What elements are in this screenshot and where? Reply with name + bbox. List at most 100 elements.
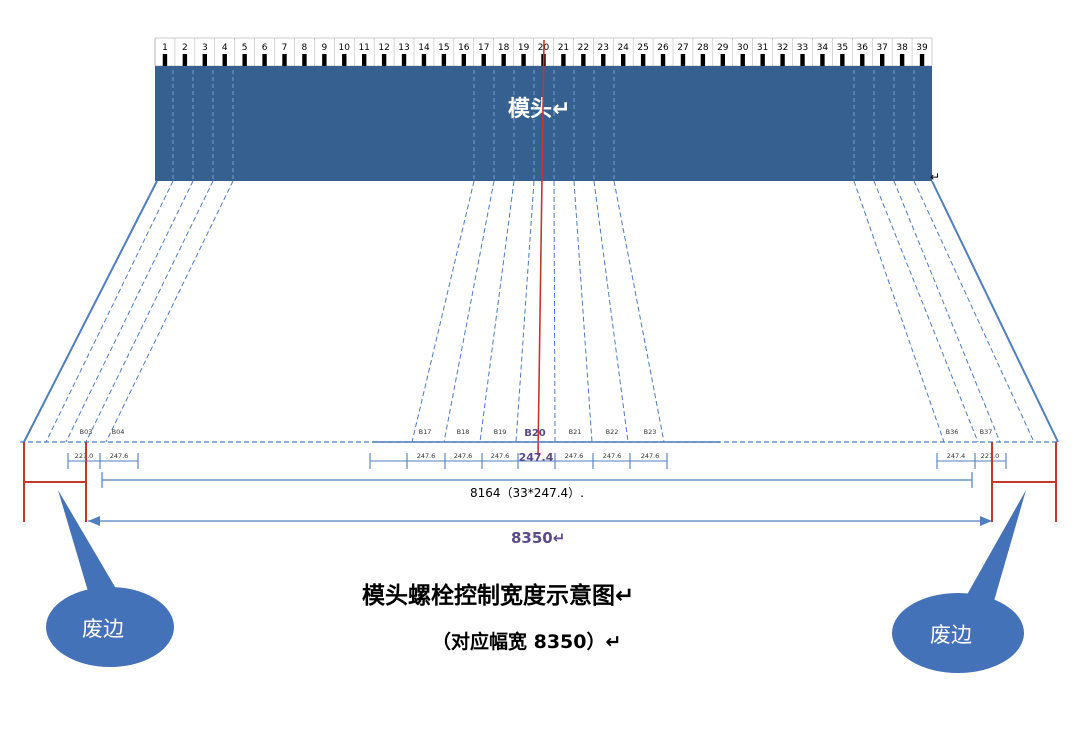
spacing-label: 247.6 [565,452,584,460]
ruler-number: 21 [558,43,569,53]
ruler-number: 7 [282,43,288,53]
spacing-label: 247.6 [454,452,473,460]
bolt-label: B20 [524,428,546,439]
ruler-tick [501,54,506,66]
ruler-number: 11 [358,43,369,53]
ruler-tick [302,54,307,66]
spacing-label: 221.0 [75,452,94,460]
ruler-tick [282,54,287,66]
spacing-dimensions: 221.0 247.6 247.6 247.6 247.6 247.4 247.6 247.6… [67,451,1007,469]
diagram-subtitle: （对应幅宽 8350）↵ [432,630,621,653]
ruler-tick [521,54,526,66]
ruler-number: 30 [737,43,749,53]
ruler-tick [680,54,686,66]
ruler-number: 38 [896,43,908,53]
ruler-tick [740,54,745,66]
ruler-number: 27 [677,43,688,53]
ruler-number: 35 [837,43,848,53]
ruler-tick [381,54,387,66]
projection-dashed-line [479,180,515,443]
ruler-tick [601,54,606,66]
projection-dashed-line [45,180,174,443]
projection-dashed-line [913,180,1035,443]
ruler-number: 17 [478,43,489,53]
spacing-label: 247.6 [603,452,622,460]
bolt-label: B37 [980,428,993,436]
ruler-number: 8 [302,43,308,53]
spacing-label: 247.4 [947,452,966,460]
ruler-tick [700,54,706,66]
ruler-tick [820,54,825,66]
ruler-number: 9 [321,43,327,53]
ruler-tick [760,54,765,66]
ruler-number: 6 [262,43,268,53]
right-edge-marker [991,442,1057,522]
projection-dashed-line [873,180,979,443]
spacing-label: 247.6 [491,452,510,460]
ruler-number: 32 [777,43,788,53]
bolt-label: B03 [80,428,93,436]
spacing-label: 247.4 [519,451,554,464]
ruler-number: 18 [498,43,510,53]
ruler-tick [262,54,267,66]
ruler-tick [899,54,905,66]
ruler-number: 2 [182,43,188,53]
ruler-number: 15 [438,43,449,53]
ruler-tick [421,54,427,66]
ruler-number: 14 [418,43,430,53]
ruler-number: 4 [222,43,228,53]
spacing-label: 247.6 [417,452,436,460]
ruler-tick [800,54,805,66]
ruler-number: 39 [916,43,928,53]
ruler-tick [202,54,208,66]
diagram-title: 模头螺栓控制宽度示意图↵ [362,582,634,609]
spacing-label: 247.6 [110,452,129,460]
ruler-tick [561,54,566,66]
ruler-number: 22 [578,43,589,53]
ruler-tick [481,54,486,66]
projection-dashed-line [105,180,234,443]
projection-dashed-line [613,180,665,443]
bolt-label: B21 [569,428,582,436]
projection-lines [23,70,1059,443]
ruler-number: 10 [339,43,351,53]
ruler-number: 29 [717,43,729,53]
ruler-number: 36 [857,43,869,53]
ruler-tick [879,54,885,66]
bolt-label: B22 [606,428,619,436]
overall-dimension-label: 8350↵ [511,529,565,547]
bolt-label: B36 [946,428,959,436]
ruler-tick [720,54,726,66]
ruler-number: 5 [242,43,248,53]
ruler-tick [401,54,407,66]
ruler-tick [840,54,845,66]
right-waste-edge-callout: 废边 [892,490,1026,673]
projection-dashed-line [65,180,194,443]
ruler-tick [860,54,865,66]
projection-dashed-line [893,180,1001,443]
ruler-number: 34 [817,43,829,53]
ruler-tick [361,54,367,66]
projection-dashed-line [853,180,945,443]
bolt-label: B17 [419,428,432,436]
inner-dimension: 8164（33*247.4）. [101,472,973,500]
ruler-number: 31 [757,43,768,53]
ruler-number: 26 [657,43,669,53]
ruler-number: 1 [162,43,168,53]
projection-dashed-line [593,180,629,443]
spacing-label: 221.0 [981,452,1000,460]
projection-dashed-line [553,180,556,443]
projection-dashed-line [573,180,593,443]
ruler-tick [780,54,785,66]
ruler-tick [322,54,327,66]
die-head: 模头↵ ↵ [155,66,940,184]
ruler-number: 25 [637,43,648,53]
right-outer-line [931,180,1059,443]
ruler-tick [242,54,247,66]
ruler-tick [660,54,666,66]
ruler-number: 12 [378,43,389,53]
overall-dimension: 8350↵ [88,516,992,547]
ruler-tick [342,54,347,66]
